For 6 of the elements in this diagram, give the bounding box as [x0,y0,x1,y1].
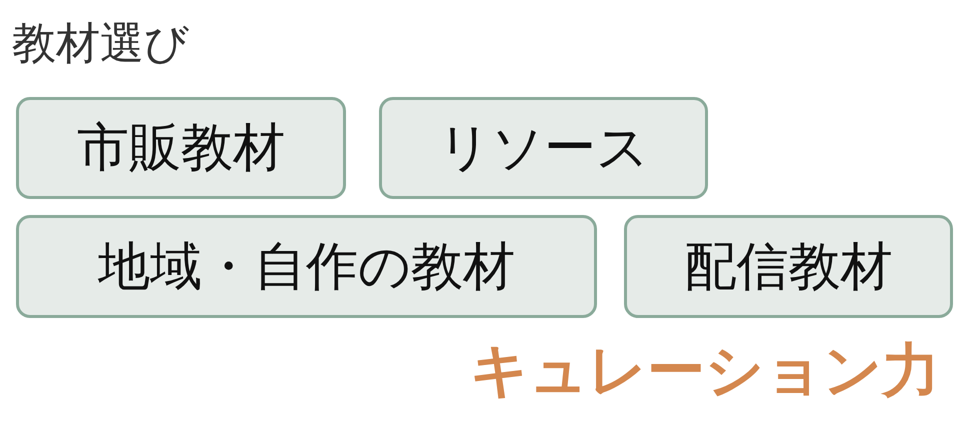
rounded-box: リソース [379,97,708,199]
rounded-box: 配信教材 [624,215,953,318]
highlight-label: キュレーション力 [470,335,940,406]
heading: 教材選び [12,17,189,71]
rounded-box: 市販教材 [16,97,346,199]
rounded-box: 地域・自作の教材 [16,215,597,318]
